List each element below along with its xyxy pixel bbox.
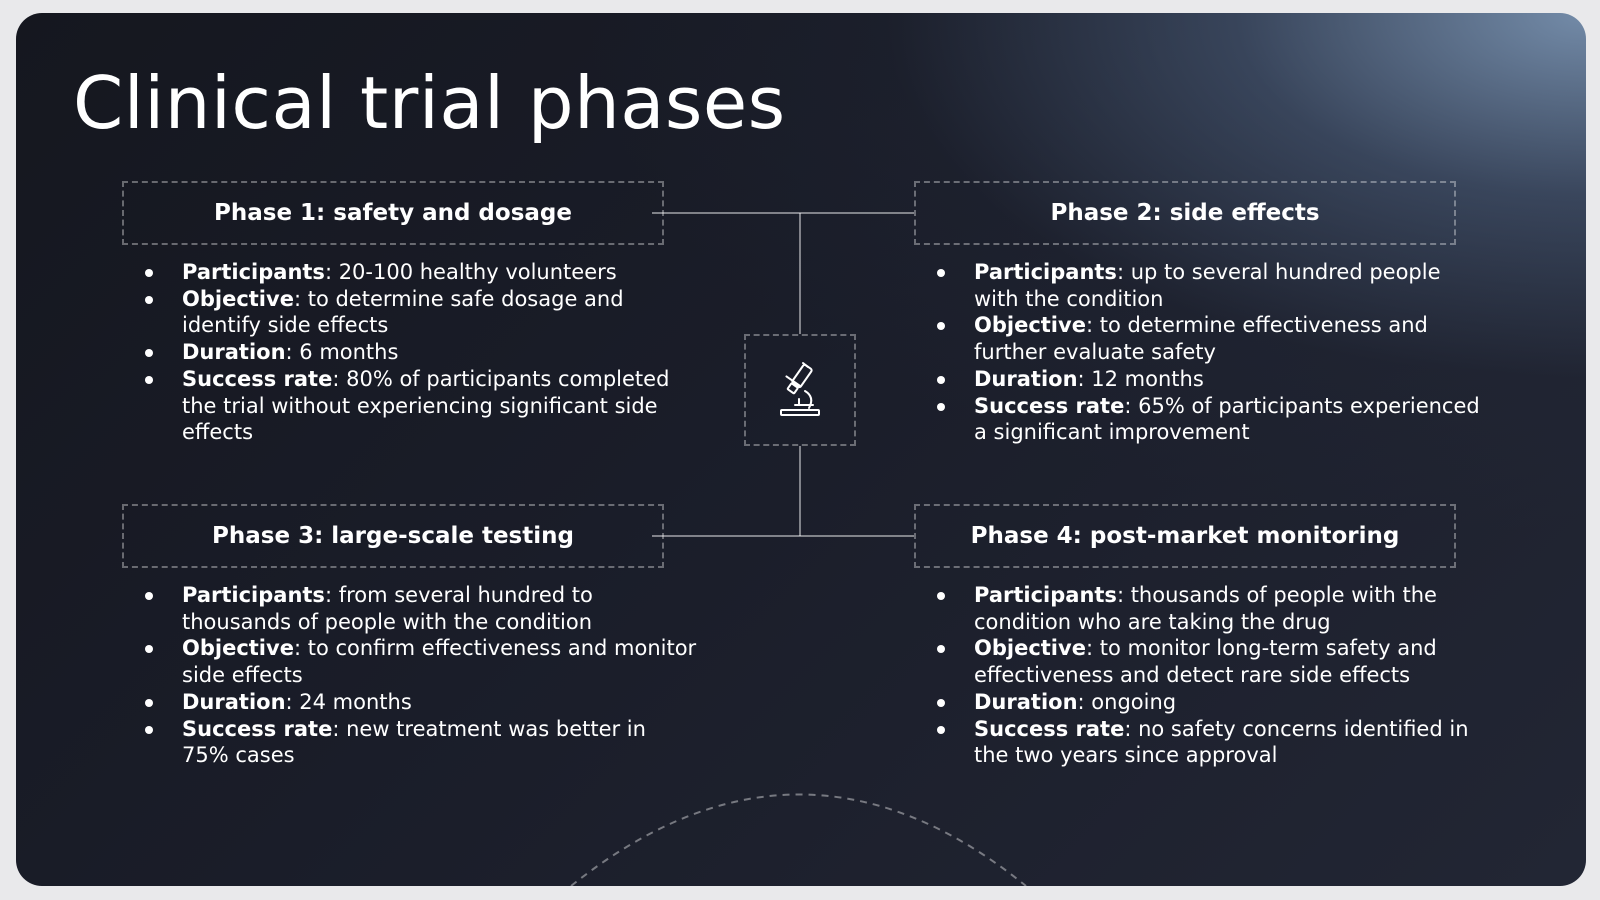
list-item: Participants: thousands of people with t…	[931, 582, 1491, 635]
center-icon-box	[744, 334, 856, 446]
list-item: Objective: to monitor long-term safety a…	[931, 635, 1491, 688]
phase-3-list: Participants: from several hundred to th…	[139, 582, 699, 769]
list-item: Duration: 24 months	[139, 689, 699, 716]
microscope-icon	[780, 362, 820, 416]
list-item: Success rate: no safety concerns identif…	[931, 716, 1491, 769]
list-item: Duration: ongoing	[931, 689, 1491, 716]
list-item: Objective: to determine effectiveness an…	[931, 312, 1491, 365]
list-item: Participants: up to several hundred peop…	[931, 259, 1491, 312]
phase-2-heading: Phase 2: side effects	[1050, 200, 1320, 226]
decorative-arc	[570, 793, 1027, 886]
list-item: Objective: to determine safe dosage and …	[139, 286, 699, 339]
list-item: Participants: from several hundred to th…	[139, 582, 699, 635]
connector-lines	[570, 212, 1027, 886]
list-item: Duration: 12 months	[931, 366, 1491, 393]
phase-4-heading-box: Phase 4: post-market monitoring	[914, 504, 1456, 568]
phase-4-list: Participants: thousands of people with t…	[931, 582, 1491, 769]
phase-1-list: Participants: 20-100 healthy volunteers …	[139, 259, 699, 446]
slide-title: Clinical trial phases	[73, 61, 786, 145]
list-item: Duration: 6 months	[139, 339, 699, 366]
phase-4-heading: Phase 4: post-market monitoring	[970, 523, 1400, 549]
phase-3-heading: Phase 3: large-scale testing	[212, 523, 574, 549]
phase-3-heading-box: Phase 3: large-scale testing	[122, 504, 664, 568]
list-item: Success rate: 80% of participants comple…	[139, 366, 699, 446]
list-item: Participants: 20-100 healthy volunteers	[139, 259, 699, 286]
slide: Clinical trial phases Phase 1:	[16, 13, 1586, 886]
list-item: Success rate: new treatment was better i…	[139, 716, 699, 769]
list-item: Success rate: 65% of participants experi…	[931, 393, 1491, 446]
phase-2-heading-box: Phase 2: side effects	[914, 181, 1456, 245]
phase-2-list: Participants: up to several hundred peop…	[931, 259, 1491, 446]
phase-1-heading: Phase 1: safety and dosage	[214, 200, 572, 226]
list-item: Objective: to confirm effectiveness and …	[139, 635, 699, 688]
phase-1-heading-box: Phase 1: safety and dosage	[122, 181, 664, 245]
